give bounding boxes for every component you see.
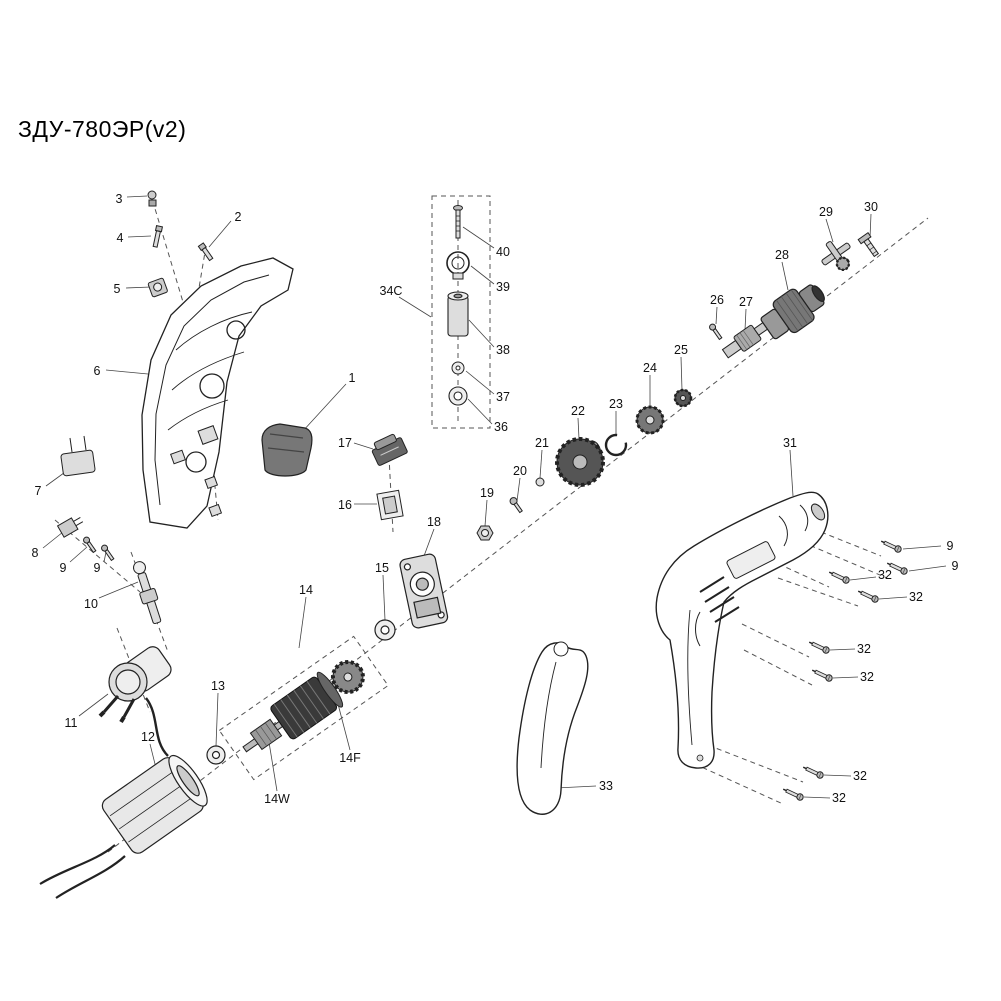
part-22-gear [555,437,605,487]
leader-lines [42,195,947,799]
part-9-screws-left [83,536,115,562]
part-40-long-screw [453,205,463,239]
part-11-power-plug [98,646,172,757]
subassembly-dashed-box [431,195,491,429]
part-2-screw [197,242,214,262]
diagram-title: ЗДУ-780ЭР(v2) [18,116,187,142]
part-39-clamp-ring [446,251,470,280]
part-24-gear [635,405,665,435]
part-34C-subassembly [431,195,491,429]
part-4-screw [152,225,164,248]
small-components [170,425,223,518]
part-21-washer [535,477,545,487]
part-19-nut [476,525,494,541]
part-5-component [147,277,168,298]
part-16-brush-holder [376,489,404,521]
part-18-bearing-bracket [399,553,449,629]
part-13-washer [206,745,226,765]
part-36-ring [448,386,468,406]
part-14-armature [218,635,389,781]
part-25-pinion [673,388,693,408]
part-12-stator [39,754,208,899]
part-8-component [56,516,84,538]
part-10-shaft [132,561,162,625]
part-26-screw [709,323,723,341]
part-7-component [60,435,96,477]
part-37-washer [451,361,465,375]
part-14F-fan [316,671,344,708]
part-17-brush [371,433,408,466]
part-23-circlip [604,433,628,457]
part-30-screw [857,232,880,258]
part-6-housing-left [141,257,294,529]
part-28-chuck [760,284,825,340]
part-20-screw [509,497,523,514]
part-31-housing-right [655,491,829,769]
stator-wires [39,844,126,899]
housing-vents [699,576,740,623]
part-38-sleeve [447,291,469,337]
part-3-screw [147,190,157,207]
part-29-chuck-key [821,241,851,272]
part-33-handle-grip [516,641,589,815]
housing-label-window [726,541,776,579]
part-32-and-9-screws-right [781,537,909,802]
part-15-washer [374,619,396,641]
part-1-cover [261,423,313,477]
